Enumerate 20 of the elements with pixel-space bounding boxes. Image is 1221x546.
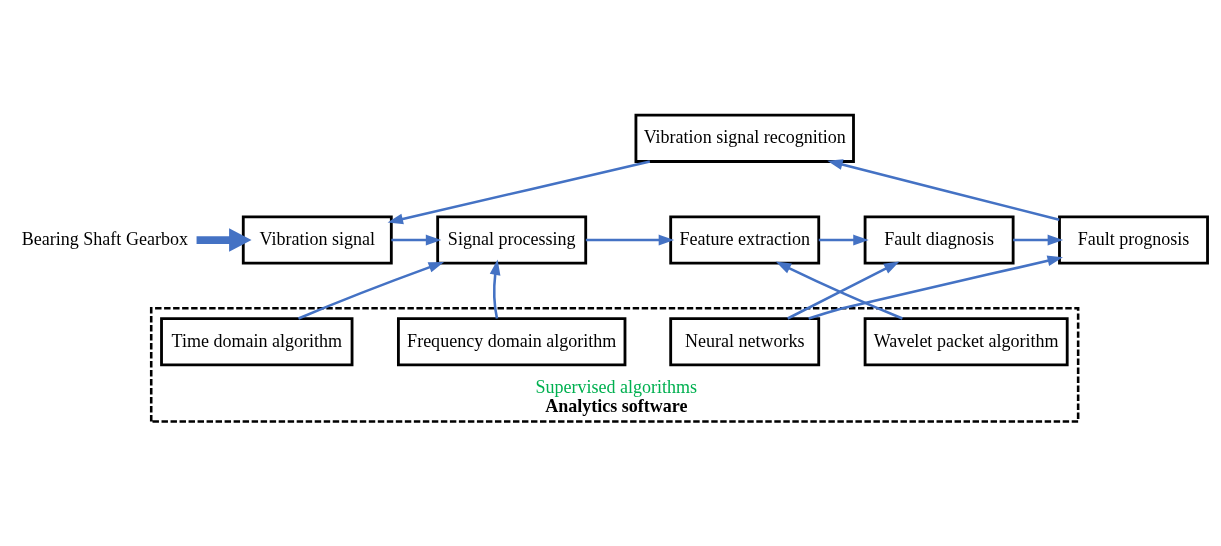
node-box: Time domain algorithm [160, 316, 354, 366]
arrow [808, 255, 1063, 320]
node-box: Wavelet packet algorithm [863, 316, 1069, 366]
node-box: Feature extraction [669, 214, 821, 265]
node-text: Bearing Shaft Gearbox [21, 228, 188, 249]
arrow [489, 259, 501, 319]
node-box: Vibration signal recognition [634, 113, 855, 163]
arrow [1013, 234, 1064, 245]
arrow [827, 158, 1060, 221]
arrow [298, 261, 445, 320]
arrow [387, 159, 651, 224]
arrow [585, 234, 675, 245]
arrow [818, 234, 869, 245]
node-box: Neural networks [669, 316, 821, 366]
node-box: Signal processing [436, 214, 588, 265]
node-box: Frequency domain algorithm [397, 316, 627, 366]
node-box: Fault prognosis [1058, 214, 1209, 265]
arrow [391, 234, 442, 245]
node-box: Fault diagnosis [863, 214, 1015, 265]
node-box: Vibration signal [241, 214, 393, 265]
